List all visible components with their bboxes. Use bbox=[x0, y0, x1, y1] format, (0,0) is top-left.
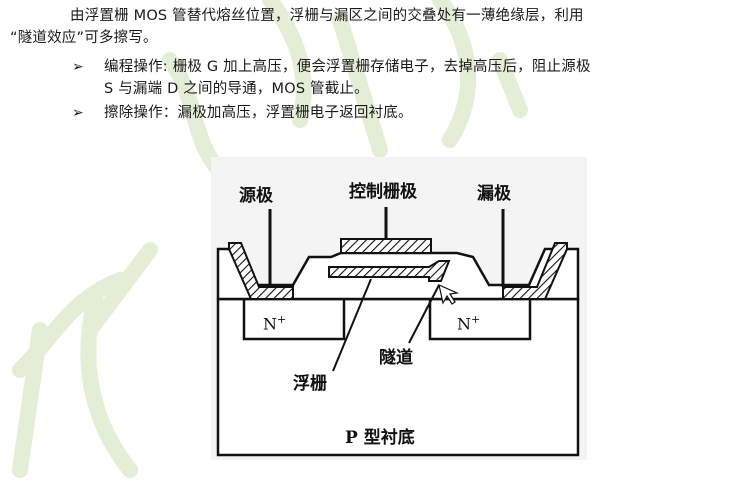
mos-structure-drawing bbox=[216, 207, 580, 457]
p-substrate-label: P 型衬底 bbox=[345, 428, 415, 448]
bullet-arrow-icon: ➢ bbox=[72, 105, 84, 121]
drain-contact bbox=[502, 242, 568, 300]
n-source-well bbox=[242, 297, 346, 341]
drain-label: 漏极 bbox=[477, 184, 511, 204]
floating-gate-label: 浮栅 bbox=[293, 374, 327, 394]
floating-gate bbox=[328, 260, 451, 282]
floating-gate-leader bbox=[332, 278, 372, 372]
tunnel-label: 隧道 bbox=[379, 348, 413, 368]
source-label: 源极 bbox=[239, 186, 273, 206]
n-plus-source-label: N+ bbox=[263, 313, 287, 334]
control-gate-label: 控制栅极 bbox=[349, 182, 417, 202]
n-plus-drain-label: N+ bbox=[457, 313, 481, 334]
bullet1-line-2: S 与漏端 D 之间的导通，MOS 管截止。 bbox=[104, 81, 369, 97]
tunnel-leader bbox=[408, 284, 440, 344]
source-contact bbox=[228, 242, 294, 300]
intro-line-2: “隧道效应”可多擦写。 bbox=[10, 30, 158, 46]
mouse-cursor-icon bbox=[438, 283, 460, 305]
control-gate bbox=[340, 238, 432, 254]
floating-gate-mos-diagram: 源极 控制栅极 漏极 N+ N+ 隧道 浮栅 P 型衬底 bbox=[211, 157, 587, 460]
intro-line-1: 由浮置栅 MOS 管替代熔丝位置，浮栅与漏区之间的交叠处有一薄绝缘层，利用 bbox=[70, 8, 584, 24]
bullet1-line-1: 编程操作: 栅极 G 加上高压，便会浮置栅存储电子，去掉高压后，阻止源极 bbox=[104, 59, 591, 75]
bullet2-line-1: 擦除操作：漏极加高压，浮置栅电子返回衬底。 bbox=[104, 105, 413, 121]
bullet-arrow-icon: ➢ bbox=[72, 59, 84, 75]
